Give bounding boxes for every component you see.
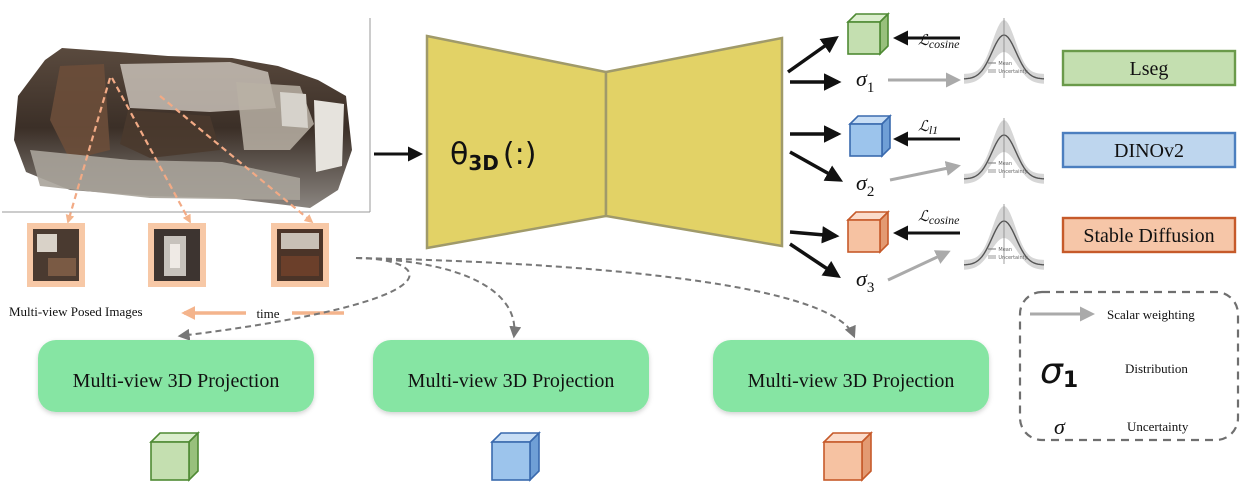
teacher-label-3: Stable Diffusion (1083, 225, 1214, 247)
gaussian-mean-label: Mean (998, 61, 1012, 67)
projection-label-3: Multi-view 3D Projection (748, 370, 955, 392)
posed-images (27, 223, 329, 287)
legend: Scalar weighting σ1 Distribution σ Uncer… (1018, 290, 1240, 442)
posed-image-1 (27, 223, 85, 287)
projection-row: Multi-view 3D Projection Multi-view 3D Pr… (38, 340, 989, 482)
sigma-arrow-3 (789, 242, 841, 278)
gaussian-mean-label: Mean (998, 247, 1012, 253)
projection-1: Multi-view 3D Projection (38, 340, 314, 482)
loss-label-3: ℒcosine (918, 209, 960, 227)
scene-reconstruction-image (2, 18, 371, 213)
feature-cube-3 (846, 210, 890, 254)
projected-cube-1 (149, 431, 200, 482)
gaussian-uncertainty-label: Uncertainty (998, 255, 1027, 261)
legend-distribution: Distribution (1125, 361, 1188, 376)
projection-label-2: Multi-view 3D Projection (408, 370, 615, 392)
projection-2: Multi-view 3D Projection (373, 340, 649, 482)
teacher-label-1: Lseg (1130, 58, 1169, 80)
teacher-box-2: DINOv2 (1061, 131, 1237, 169)
projected-cube-3 (822, 431, 873, 482)
encoder-network (425, 34, 784, 250)
teacher-box-3: Stable Diffusion (1061, 216, 1237, 254)
legend-uncertainty: Uncertainty (1127, 419, 1189, 434)
projected-cube-2 (490, 431, 541, 482)
feature-cube-1 (846, 12, 890, 56)
feature-cube-2 (848, 114, 892, 158)
sigma-label-1: σ1 (856, 66, 874, 96)
sigma-arrow-2 (789, 150, 844, 182)
camera-pointers (65, 77, 314, 224)
legend-scalar-weighting: Scalar weighting (1107, 307, 1195, 322)
projection-3: Multi-view 3D Projection (713, 340, 989, 482)
projection-links (177, 257, 856, 341)
teacher-label-2: DINOv2 (1114, 140, 1184, 162)
head-arrow-1 (786, 35, 839, 74)
teacher-box-1: Lseg (1061, 49, 1237, 87)
theta-label: θ3D(:) (450, 137, 536, 175)
loss-label-1: ℒcosine (918, 33, 960, 51)
legend-uncertainty-symbol: σ (1054, 414, 1066, 439)
gaussian-uncertainty-label: Uncertainty (998, 169, 1027, 175)
posed-image-3 (271, 223, 329, 287)
loss-label-2: ℒl1 (918, 119, 938, 137)
posed-image-2 (148, 223, 206, 287)
time-label: time (256, 306, 279, 321)
gaussian-uncertainty-label: Uncertainty (998, 69, 1027, 75)
legend-distribution-symbol: σ1 (1040, 351, 1078, 393)
weight-arrow-2 (889, 161, 961, 182)
gaussian-mean-label: Mean (998, 161, 1012, 167)
sigma-label-2: σ2 (856, 170, 874, 200)
head-arrow-3 (789, 226, 840, 244)
images-caption: Multi-view Posed Images (9, 304, 143, 319)
sigma-label-3: σ3 (856, 266, 874, 296)
projection-label-1: Multi-view 3D Projection (73, 370, 280, 392)
weight-arrow-3 (887, 250, 951, 282)
